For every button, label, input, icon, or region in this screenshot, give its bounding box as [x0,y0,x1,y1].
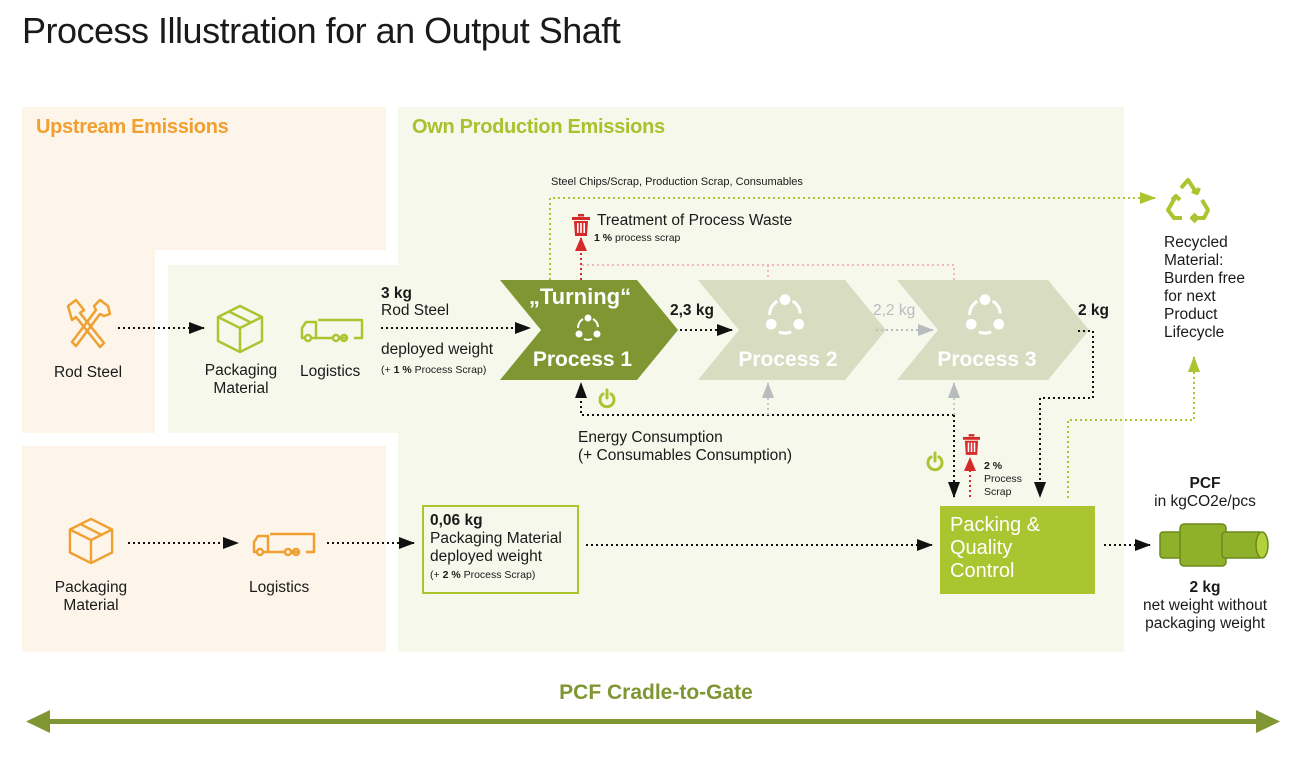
rod-steel-label: Rod Steel [53,364,123,381]
process-3-chevron [897,280,1089,380]
pcf-title: PCF [1189,475,1221,492]
arrow-process-3-to-packing [1034,330,1094,498]
packaging-box-scrap-pct: 2 % [442,569,461,581]
treatment-pct: 1 % [594,232,613,244]
packaging-box-line1: Packaging Material [430,530,562,547]
process-1-cycle-icon [573,313,603,343]
own-production-emissions-title: Own Production Emissions [412,116,665,138]
process-2-label: Process 2 [738,348,838,371]
energy-line1: Energy Consumption [578,429,723,446]
input-weight: 3 kg [381,285,413,302]
pcf-note: net weight without packaging weight [1120,597,1290,633]
recycle-line-bottom [1067,356,1200,498]
flow-p2-p3-weight: 2,2 kg [873,302,916,319]
logistics-label-2: Logistics [249,579,310,596]
truck-icon [300,318,364,343]
packaging-material-box: 0,06 kg Packaging Material deployed weig… [422,505,579,594]
own-production-region-extension [168,265,398,433]
box-icon-2 [68,516,114,566]
upstream-region-top [22,107,386,250]
packaging-material-label-2: Packaging Material [36,579,146,615]
recycled-line: for next [1164,288,1216,305]
pcf-unit: in kgCO2e/pcs [1154,493,1256,510]
page-title: Process Illustration for an Output Shaft [22,10,621,51]
packing-scrap-label: 2 % Process Scrap [984,460,1022,499]
input-material: Rod Steel [381,302,450,319]
upstream-region-left [22,250,155,433]
pqc-line1: Packing & [950,514,1041,536]
process-3-cycle-icon [962,292,1008,338]
packaging-box-line2: deployed weight [430,548,543,565]
treatment-label: Treatment of Process Waste [597,212,793,229]
pcf-weight: 2 kg [1189,579,1221,596]
packaging-box-scrap: (+ 2 % Process Scrap) [430,569,571,582]
packaging-box-weight: 0,06 kg [430,512,483,529]
input-scrap-prefix: (+ [381,364,391,376]
process-2-chevron [698,280,886,380]
packaging-box-scrap-suffix: Process Scrap) [463,569,536,581]
input-scrap-suffix: Process Scrap) [414,364,487,376]
treatment-note: 1 % process scrap [594,232,680,245]
energy-label: Energy Consumption (+ Consumables Consum… [578,429,792,465]
packaging-box-scrap-prefix: (+ [430,569,440,581]
recycled-line: Material: [1164,252,1224,269]
box-icon [216,304,264,354]
packaging-label-line2: Material [213,380,269,397]
packaging-label-line1: Packaging [54,579,128,596]
hammer-chisel-icon [60,296,116,352]
logistics-label: Logistics [300,363,361,380]
recycled-label: Recycled Material: Burden free for next … [1164,234,1245,342]
power-icon [597,388,617,409]
process-2-cycle-icon [762,292,808,338]
pcf-note-line2: packaging weight [1145,615,1265,632]
cradle-to-gate-arrow [26,710,1280,733]
packaging-label-line2: Material [63,597,119,614]
cradle-to-gate-label: PCF Cradle-to-Gate [559,681,753,704]
recycled-line: Lifecycle [1164,324,1225,341]
process-3-label: Process 3 [937,348,1037,371]
recycle-line-top [549,192,1156,280]
shaft-icon [1156,520,1270,570]
recycled-line: Burden free [1164,270,1245,287]
waste-line [581,264,955,280]
flow-p1-p2-weight: 2,3 kg [670,302,714,319]
pqc-line2: Quality [950,537,1013,559]
packing-scrap-line1: Process [984,473,1022,485]
upstream-emissions-title: Upstream Emissions [36,116,229,138]
input-scrap-pct: 1 % [393,364,412,376]
trash-icon-pqc [963,434,980,455]
packing-scrap-pct: 2 % [984,460,1003,472]
flow-p3-out-weight: 2 kg [1078,302,1110,319]
packaging-label-line1: Packaging [204,362,278,379]
upstream-region-bottom [22,446,386,652]
input-scrap-note: (+ 1 % Process Scrap) [381,364,486,377]
process-1-name: „Turning“ [528,284,632,309]
input-note: deployed weight [381,341,494,358]
pqc-line3: Control [950,560,1015,582]
recycled-line: Recycled [1164,234,1228,251]
packing-quality-control-box: Packing & Quality Control [940,506,1095,594]
process-1-label: Process 1 [532,348,633,371]
recycled-line: Product [1164,306,1218,323]
packing-scrap-line2: Scrap [984,486,1012,498]
energy-line2: (+ Consumables Consumption) [578,447,793,464]
waste-header: Steel Chips/Scrap, Production Scrap, Con… [551,176,803,188]
packaging-material-label: Packaging Material [186,362,296,398]
recycle-icon [1164,178,1212,224]
truck-icon-2 [252,532,316,557]
pcf-note-line1: net weight without [1142,597,1268,614]
power-icon-pqc [925,451,945,472]
treatment-suffix: process scrap [615,232,681,244]
process-1-chevron [500,280,678,380]
trash-icon [572,214,590,236]
